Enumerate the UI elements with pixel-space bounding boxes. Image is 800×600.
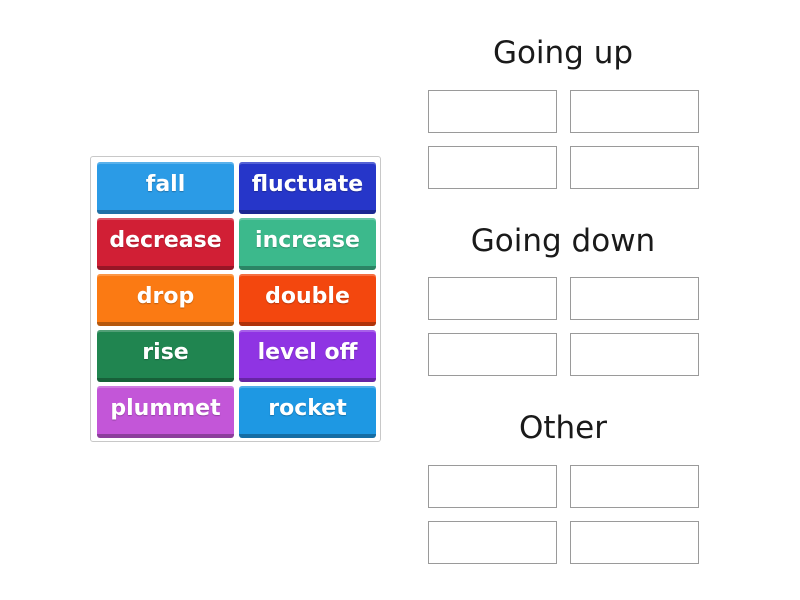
drop-slot-other-2[interactable] bbox=[570, 465, 699, 508]
drop-slot-other-1[interactable] bbox=[428, 465, 557, 508]
drop-slot-going-down-4[interactable] bbox=[570, 333, 699, 376]
drop-slot-going-down-2[interactable] bbox=[570, 277, 699, 320]
tile-drop[interactable]: drop bbox=[97, 274, 234, 326]
tile-fall[interactable]: fall bbox=[97, 162, 234, 214]
drop-slot-going-down-3[interactable] bbox=[428, 333, 557, 376]
drop-slot-going-up-1[interactable] bbox=[428, 90, 557, 133]
tile-plummet[interactable]: plummet bbox=[97, 386, 234, 438]
group-title-going-down: Going down bbox=[470, 223, 656, 259]
drop-slot-other-4[interactable] bbox=[570, 521, 699, 564]
drop-slot-going-up-2[interactable] bbox=[570, 90, 699, 133]
tile-increase[interactable]: increase bbox=[239, 218, 376, 270]
tile-double[interactable]: double bbox=[239, 274, 376, 326]
drop-slot-other-3[interactable] bbox=[428, 521, 557, 564]
drop-slot-going-down-1[interactable] bbox=[428, 277, 557, 320]
word-bank: fall fluctuate decrease increase drop do… bbox=[90, 156, 381, 442]
tile-level-off[interactable]: level off bbox=[239, 330, 376, 382]
tile-fluctuate[interactable]: fluctuate bbox=[239, 162, 376, 214]
drop-slot-going-up-3[interactable] bbox=[428, 146, 557, 189]
tile-rise[interactable]: rise bbox=[97, 330, 234, 382]
tile-rocket[interactable]: rocket bbox=[239, 386, 376, 438]
group-title-going-up: Going up bbox=[492, 35, 634, 71]
group-title-other: Other bbox=[518, 410, 608, 446]
tile-decrease[interactable]: decrease bbox=[97, 218, 234, 270]
drop-slot-going-up-4[interactable] bbox=[570, 146, 699, 189]
